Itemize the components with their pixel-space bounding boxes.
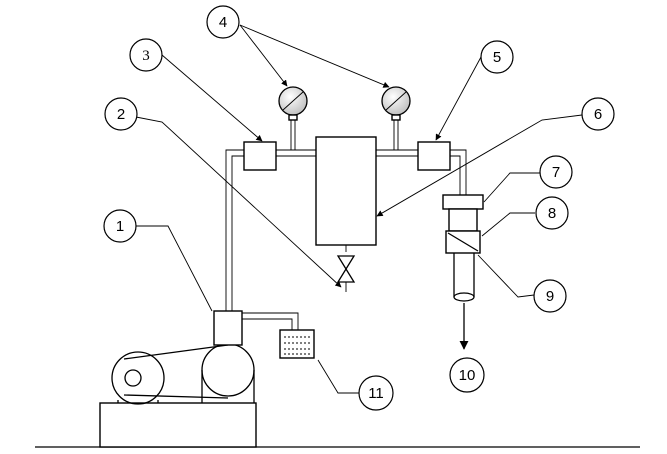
pump-housing (201, 370, 255, 403)
motor-pulley (111, 351, 165, 405)
callout-10: 10 (449, 357, 485, 393)
leader-7 (483, 172, 540, 203)
column-connector (448, 208, 478, 232)
callout-1: 1 (103, 209, 137, 243)
motor-pulley-hub (124, 369, 142, 387)
leader-6 (376, 114, 583, 217)
callout-3-label: 3 (142, 48, 150, 64)
callout-11-label: 11 (368, 385, 384, 402)
leader-5 (435, 56, 482, 141)
callout-4: 4 (206, 5, 240, 39)
leader-9 (477, 254, 535, 298)
base-platform (99, 402, 257, 448)
drain-valve-top (336, 255, 356, 271)
callout-5-label: 5 (493, 49, 501, 66)
callout-4-label: 4 (219, 14, 227, 31)
suction-pipe (225, 116, 467, 330)
callout-8-label: 8 (548, 205, 556, 222)
oil-cup (279, 329, 315, 359)
vacuum-tank (315, 136, 377, 246)
sample-tube-end (453, 292, 475, 302)
callout-7-label: 7 (552, 164, 560, 181)
callout-9: 9 (533, 279, 567, 313)
callout-7: 7 (539, 155, 573, 189)
callout-1-label: 1 (116, 218, 124, 235)
leader-11 (317, 359, 360, 394)
leader-lines (135, 24, 583, 394)
callout-2-label: 2 (117, 106, 125, 123)
pressure-gauge-right (381, 86, 411, 121)
column-cap (442, 194, 484, 210)
callout-2: 2 (104, 97, 138, 131)
leader-3 (161, 54, 263, 142)
drive-belt-lower (123, 394, 229, 399)
leader-8 (481, 212, 535, 237)
callout-11: 11 (358, 375, 394, 411)
drive-belt-upper (123, 344, 229, 360)
drain-valve-bottom (336, 267, 356, 283)
pump-pulley (201, 343, 255, 397)
callout-9-label: 9 (546, 288, 554, 305)
pressure-gauge-left (278, 86, 308, 121)
left-filter-box (243, 141, 277, 171)
callout-3: 3 (129, 38, 163, 72)
vacuum-pump-head (213, 310, 243, 346)
sample-column (442, 194, 484, 350)
clamp-diagonal (447, 232, 479, 252)
callout-6: 6 (581, 97, 615, 131)
leader-4a (239, 24, 288, 87)
leader-1 (136, 225, 213, 312)
leader-2 (135, 116, 342, 288)
callout-10-label: 10 (459, 367, 476, 384)
sample-tube (453, 253, 475, 297)
callout-5: 5 (480, 40, 514, 74)
leader-4b (239, 24, 390, 88)
right-filter-box (417, 141, 451, 171)
callout-8: 8 (535, 196, 569, 230)
motor-pump-unit (111, 310, 255, 405)
callout-6-label: 6 (594, 106, 602, 123)
